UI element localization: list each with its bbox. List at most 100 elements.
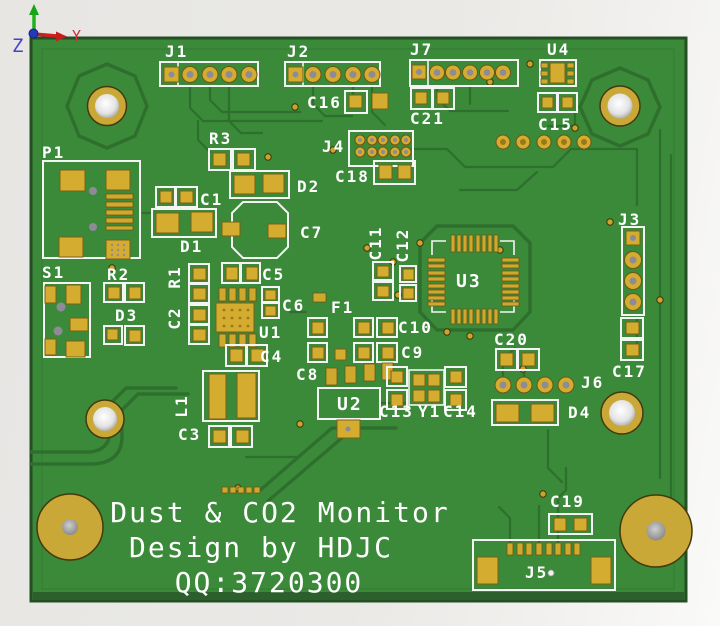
refdes-C14: C14 [443, 402, 478, 421]
mounting-hole-bottom-right [619, 494, 693, 568]
component-U3: U3 [427, 234, 520, 325]
silkscreen-line-1: Dust & CO2 Monitor [110, 496, 449, 529]
refdes-J7: J7 [410, 40, 433, 59]
component-J4: J4 [322, 130, 414, 167]
component-C7: C7 [221, 201, 321, 259]
refdes-C12: C12 [393, 228, 412, 263]
refdes-U3: U3 [456, 271, 482, 292]
refdes-C16: C16 [307, 93, 342, 112]
component-C19: C19 [548, 492, 593, 535]
refdes-J2: J2 [287, 42, 310, 61]
component-S1: S1 [42, 263, 91, 358]
component-U1: U1 [215, 287, 282, 348]
refdes-C20: C20 [494, 330, 529, 349]
component-J3: J3 [618, 210, 645, 316]
refdes-U4: U4 [547, 40, 570, 59]
axis-origin-dot [28, 28, 39, 39]
silkscreen-line-3: QQ:3720300 [175, 566, 364, 599]
mounting-hole-mid-right [600, 391, 644, 435]
component-Y1: Y1 [408, 369, 445, 421]
refdes-R2: R2 [107, 265, 130, 284]
refdes-C11: C11 [366, 226, 385, 261]
refdes-C17: C17 [612, 362, 647, 381]
component-D3: D3 [103, 306, 145, 346]
refdes-D2: D2 [297, 177, 320, 196]
refdes-Y1: Y1 [418, 402, 441, 421]
component-C20: C20 [494, 330, 540, 371]
refdes-J6: J6 [581, 373, 604, 392]
refdes-D1: D1 [180, 237, 203, 256]
refdes-U1: U1 [259, 323, 282, 342]
component-C6: C6 [261, 286, 305, 319]
component-C3: C3 [178, 425, 253, 448]
refdes-C1: C1 [200, 190, 223, 209]
component-J1: J1 [159, 42, 259, 87]
axis-label-y: Y [72, 27, 81, 45]
component-D1: D1 [151, 208, 217, 256]
mounting-hole-top-right [599, 85, 641, 127]
component-U4: U4 [539, 40, 577, 87]
component-F1: F1 [307, 292, 354, 363]
refdes-C19: C19 [550, 492, 585, 511]
copper-pour-boundary [41, 48, 675, 590]
component-C5: C5 [221, 262, 285, 284]
refdes-R3: R3 [209, 129, 232, 148]
refdes-D3: D3 [115, 306, 138, 325]
refdes-C21: C21 [410, 109, 445, 128]
test-pad-row [221, 486, 261, 494]
refdes-L1: L1 [172, 394, 191, 417]
refdes-J1: J1 [165, 42, 188, 61]
mounting-hole-bottom-left [36, 493, 104, 561]
refdes-C9: C9 [401, 343, 424, 362]
refdes-C8: C8 [296, 365, 319, 384]
refdes-J5: J5 [525, 563, 548, 582]
component-C16: C16 [307, 90, 389, 114]
refdes-C4: C4 [260, 347, 283, 366]
component-J6: J6 [494, 373, 604, 394]
silkscreen-text-block: Dust & CO2 Monitor Design by HDJC QQ:372… [110, 496, 449, 599]
fiducial-dot [547, 569, 555, 577]
component-L1: L1 [172, 370, 260, 422]
refdes-R1: R1 [165, 265, 184, 288]
component-C17: C17 [612, 317, 647, 381]
board-bottom-bevel [33, 592, 684, 600]
refdes-J4: J4 [322, 137, 345, 156]
component-R2: R2 [103, 265, 145, 303]
axis-gizmo[interactable]: Z Y [12, 4, 81, 57]
refdes-D4: D4 [568, 403, 591, 422]
component-C10: C10 [353, 317, 433, 338]
through-hole-pad-row [495, 134, 592, 150]
component-J5: J5 [472, 539, 616, 591]
mounting-hole-top-left [86, 85, 128, 127]
component-C13: C13 [379, 366, 414, 421]
refdes-C15: C15 [538, 115, 573, 134]
y-axis-arrowhead [29, 4, 39, 15]
refdes-P1: P1 [42, 143, 65, 162]
refdes-C18: C18 [335, 167, 370, 186]
component-C4: C4 [225, 344, 283, 367]
component-D4: D4 [491, 399, 591, 426]
refdes-C13: C13 [379, 402, 414, 421]
refdes-F1: F1 [331, 298, 354, 317]
component-C15: C15 [537, 92, 578, 134]
mounting-hole-mid-left [85, 399, 125, 439]
refdes-C2: C2 [165, 306, 184, 329]
refdes-J3: J3 [618, 210, 641, 229]
refdes-C5: C5 [262, 265, 285, 284]
axis-label-z: Z [12, 35, 23, 57]
refdes-C3: C3 [178, 425, 201, 444]
component-J2: J2 [284, 42, 381, 87]
x-axis-arrowhead [56, 31, 67, 42]
refdes-C6: C6 [282, 296, 305, 315]
component-J7: J7 [409, 40, 519, 87]
component-C12: C12 [393, 228, 417, 302]
component-C11: C11 [366, 226, 394, 301]
component-C9: C9 [353, 342, 424, 363]
component-U2: U2 [317, 387, 381, 439]
component-C21: C21 [410, 87, 455, 128]
refdes-C10: C10 [398, 318, 433, 337]
component-C18: C18 [335, 160, 416, 186]
silkscreen-line-2: Design by HDJC [129, 531, 393, 564]
